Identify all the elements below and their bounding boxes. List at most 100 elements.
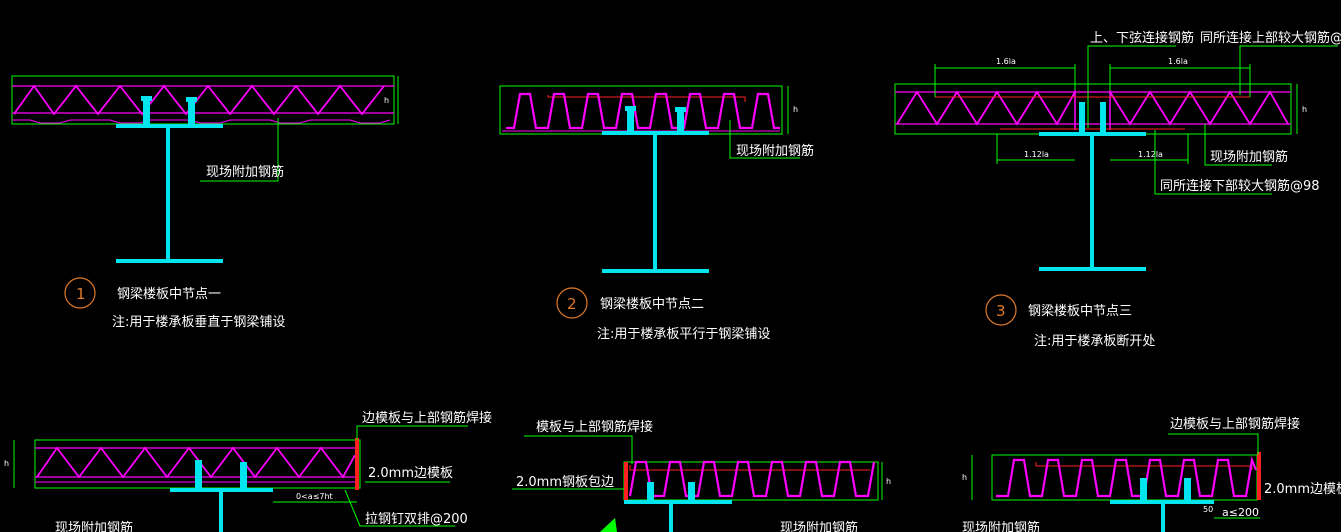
node-3-truss-web-right (1109, 90, 1289, 126)
node-2-callout: 现场附加钢筋 (736, 143, 814, 159)
edge-left-dim-gap: 0<a≤7ht (296, 492, 333, 501)
node-1-stud-a-head (141, 96, 152, 101)
node-1-stud-b (188, 97, 195, 124)
node-2-stud-a-head (625, 106, 636, 111)
node-1-leader (200, 118, 279, 182)
edge-right-callout: 现场附加钢筋 (962, 520, 1040, 532)
edge-left-beam-top-flange (170, 488, 273, 492)
edge-right-stud-b (1184, 478, 1191, 500)
node-2-beam-web (653, 135, 657, 269)
node-1-number: 1 (76, 285, 86, 303)
edge-mid-dim-h: h (886, 477, 891, 486)
node-3-stud-a (1079, 102, 1085, 132)
node-1-dim-h: h (384, 96, 389, 105)
edge-mid-stud-b (688, 482, 695, 500)
edge-left-dim-h: h (4, 459, 9, 468)
node-3-stud-b (1100, 102, 1106, 132)
edge-mid-stud-a (647, 482, 654, 500)
node-3-number-circle (985, 294, 1017, 326)
edge-right-dim-h: h (962, 473, 967, 482)
edge-left-leader-stud (344, 489, 455, 527)
node-3-lower-bar: 同所连接下部较大钢筋@98 (1160, 178, 1320, 194)
node-2-number-circle (556, 287, 588, 319)
node-3-dim-h: h (1302, 105, 1307, 114)
node-1-beam-web (166, 128, 170, 259)
edge-left-callout: 现场附加钢筋 (55, 520, 133, 532)
edge-right-dim-50: 50 (1203, 505, 1213, 514)
edge-mid-callout: 现场附加钢筋 (780, 520, 858, 532)
node-1-beam-top-flange (116, 124, 223, 128)
edge-right-leader-weld (1168, 433, 1259, 455)
node-3-dim-16-right: 1.6la (1168, 57, 1188, 66)
edge-mid-mold-weld: 模板与上部钢筋焊接 (536, 419, 653, 435)
node-1-callout: 现场附加钢筋 (206, 164, 284, 180)
node-2-beam-bottom-flange (602, 269, 709, 273)
node-3-title: 钢梁楼板中节点三 (1028, 304, 1132, 319)
edge-right-top-rebar (1035, 462, 1253, 470)
node-2-profiled-deck (506, 92, 780, 130)
node-3-number: 3 (996, 302, 1006, 320)
node-2-title: 钢梁楼板中节点二 (600, 297, 704, 312)
edge-left-stud-label: 拉钢钉双排@200 (365, 512, 468, 527)
edge-mid-beam-web (669, 504, 673, 532)
node-3-detail: 1.6la 1.6la 1.12la 1.12la h 上、下弦连接钢筋 同所连… (894, 30, 1341, 349)
edge-mid-profiled-deck (628, 460, 876, 498)
edge-detail-middle: h 模板与上部钢筋焊接 2.0mm钢板包边 现场附加钢筋 (512, 419, 891, 532)
edge-right-edge-plate (1257, 452, 1261, 500)
edge-mid-wrap-plate (624, 462, 628, 500)
node-3-truss-web-left (896, 90, 1076, 126)
edge-right-beam-top-flange (1110, 500, 1214, 504)
edge-left-beam-web (219, 492, 223, 532)
node-2-top-rebar (547, 95, 746, 102)
node-2-number: 2 (567, 295, 577, 313)
node-1-deck (12, 119, 391, 124)
edge-mid-leader-weld (524, 435, 633, 464)
node-3-leader-top (1087, 45, 1176, 128)
node-2-stud-a (627, 106, 634, 131)
node-3-top-connect: 上、下弦连接钢筋 (1090, 30, 1194, 46)
edge-detail-right: h 边模板与上部钢筋焊接 2.0mm边模板 50 a≤200 现场附加钢筋 (962, 416, 1341, 532)
edge-mid-top-rebar (629, 465, 870, 471)
node-1-title: 钢梁楼板中节点一 (117, 287, 221, 302)
node-2-leader (729, 120, 800, 159)
edge-right-edge-plate-label: 2.0mm边模板 (1264, 482, 1341, 497)
node-3-dim-16-left: 1.6la (996, 57, 1016, 66)
node-1-detail: h 现场附加钢筋 1 钢梁楼板中节点一 注:用于楼承板垂直于钢梁铺设 (11, 75, 399, 330)
node-2-stud-b (677, 107, 684, 131)
node-3-dim-112-right: 1.12la (1138, 150, 1163, 159)
edge-right-profiled-deck (996, 455, 1258, 498)
node-1-number-circle (64, 277, 96, 309)
node-3-beam-top-flange (1039, 132, 1146, 136)
node-1-stud-b-head (186, 97, 197, 102)
edge-right-stud-a (1140, 478, 1147, 500)
edge-left-edge-plate-label: 2.0mm边模板 (368, 466, 453, 481)
node-3-leader-upper (1239, 45, 1338, 95)
node-1-note: 注:用于楼承板垂直于钢梁铺设 (112, 315, 285, 330)
node-1-stud-a (143, 96, 150, 124)
edge-right-dim-a: a≤200 (1222, 506, 1259, 519)
edge-detail-left: h 边模板与上部钢筋焊接 2.0mm边模板 0<a≤7ht 拉钢钉双排@200 … (4, 410, 492, 532)
node-3-leader-lower (1154, 130, 1272, 195)
node-1-slab-outline (11, 75, 395, 125)
node-1-beam-bottom-flange (116, 259, 223, 263)
node-1-truss-web (13, 84, 385, 116)
node-2-detail: h 现场附加钢筋 2 钢梁楼板中节点二 注:用于楼承板平行于钢梁铺设 (499, 85, 814, 342)
edge-left-stud-a (195, 460, 202, 488)
node-2-note: 注:用于楼承板平行于钢梁铺设 (597, 327, 770, 342)
node-2-beam-top-flange (602, 131, 709, 135)
edge-right-beam-web (1161, 504, 1165, 532)
node-2-dim-h: h (793, 105, 798, 114)
edge-left-edge-plate (355, 438, 359, 490)
edge-left-leader-weld (356, 425, 468, 440)
node-3-leader-callout (1204, 124, 1272, 166)
node-3-callout: 现场附加钢筋 (1210, 149, 1288, 165)
edge-mid-beam-top-flange (624, 500, 732, 504)
node-2-stud-b-head (675, 107, 686, 112)
edge-left-edge-weld: 边模板与上部钢筋焊接 (362, 410, 492, 426)
node-3-beam-bottom-flange (1039, 267, 1146, 271)
edge-right-edge-weld: 边模板与上部钢筋焊接 (1170, 416, 1300, 432)
node-3-note: 注:用于楼承板断开处 (1034, 334, 1155, 349)
node-3-upper-bar: 同所连接上部较大钢筋@195 (1200, 30, 1341, 46)
edge-left-stud-b (240, 462, 247, 488)
node-3-beam-web (1090, 136, 1094, 267)
